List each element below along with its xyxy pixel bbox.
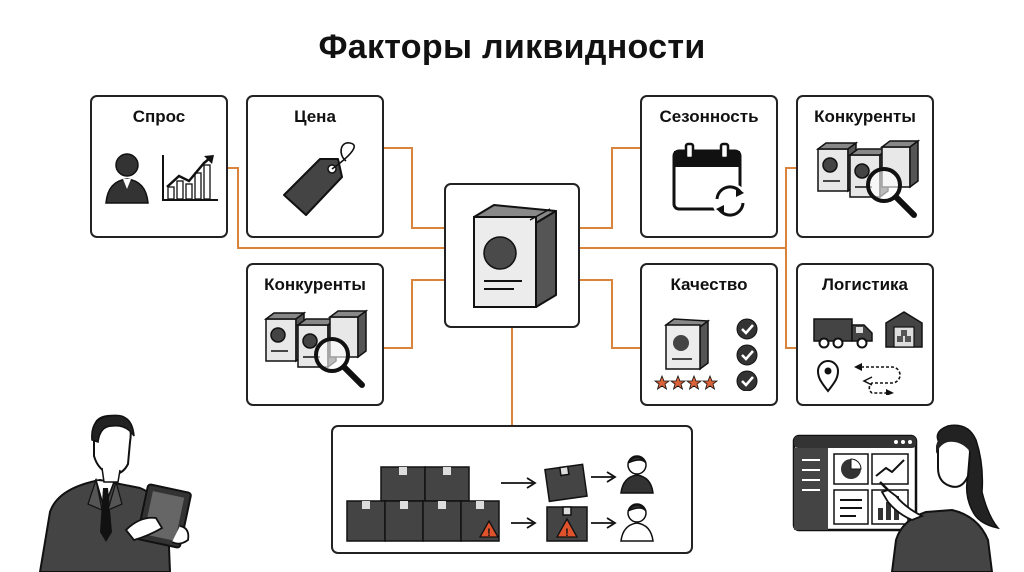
user-icon: [620, 455, 654, 494]
card-logistics-title: Логистика: [821, 275, 909, 294]
inventory-flow-illustration: ! !: [346, 455, 654, 542]
card-seasonality-title: Сезонность: [659, 107, 759, 126]
star-icon: [654, 375, 718, 390]
svg-text:!: !: [565, 527, 569, 539]
warehouse-icon: [885, 311, 923, 348]
card-quality-title: Качество: [670, 275, 748, 294]
truck-icon: [813, 318, 873, 349]
card-competitors-left: Конкуренты: [246, 263, 384, 406]
card-inventory-flow: ! !: [331, 425, 693, 554]
businessman-with-tablet-illustration: [38, 414, 192, 572]
user-icon: [620, 503, 654, 542]
location-pin-icon: [816, 360, 840, 393]
card-seasonality: Сезонность: [640, 95, 778, 238]
user-icon: [105, 153, 149, 204]
card-competitors-left-title: Конкуренты: [264, 275, 366, 294]
card-product-center: [444, 183, 580, 328]
dashboard-icon: [792, 434, 918, 532]
warning-icon: [478, 519, 500, 538]
card-demand: Спрос: [90, 95, 228, 238]
growth-chart-icon: [162, 155, 218, 201]
analyst-with-dashboard-illustration: [792, 424, 1000, 572]
page-title: Факторы ликвидности: [318, 28, 706, 66]
product-box-icon: [664, 318, 711, 371]
product-boxes-magnifier-icon: [816, 139, 921, 218]
card-demand-title: Спрос: [132, 107, 186, 126]
calendar-refresh-icon: [672, 142, 748, 219]
route-icon: [816, 360, 901, 395]
card-logistics: Логистика: [796, 263, 934, 406]
price-tag-icon: [283, 142, 356, 216]
card-competitors-top-title: Конкуренты: [814, 107, 916, 126]
card-quality: Качество: [640, 263, 778, 406]
card-price-title: Цена: [294, 107, 336, 126]
svg-text:!: !: [487, 527, 491, 539]
product-box-icon: [473, 204, 557, 308]
card-competitors-top: Конкуренты: [796, 95, 934, 238]
checkmark-icon: [736, 318, 758, 391]
product-boxes-magnifier-icon: [264, 309, 369, 388]
card-price: Цена: [246, 95, 384, 238]
